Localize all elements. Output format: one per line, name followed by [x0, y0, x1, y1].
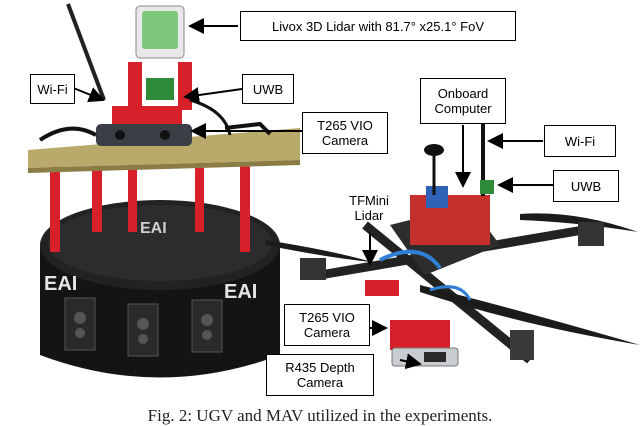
figure-caption: Fig. 2: UGV and MAV utilized in the expe… [147, 406, 493, 425]
ugv-logo-side-left: EAI [44, 273, 77, 295]
mav-drone [265, 118, 640, 367]
onboard-computer-label: Onboard Computer [420, 78, 506, 124]
t265-mav-label: T265 VIO Camera [284, 304, 370, 346]
ugv-robot [28, 3, 300, 378]
t265-ugv-label: T265 VIO Camera [302, 112, 388, 154]
ugv-logo-side-right: EAI [224, 281, 257, 303]
ugv-logo-top: EAI [140, 220, 167, 237]
wifi-ugv-label: Wi-Fi [30, 74, 75, 104]
r435-depth-camera-label: R435 Depth Camera [266, 354, 374, 396]
uwb-ugv-label: UWB [242, 74, 294, 104]
annotation-arrows [70, 18, 553, 370]
tfmini-lidar-label: TFMini Lidar [349, 193, 389, 223]
livox-lidar-label: Livox 3D Lidar with 81.7° x25.1° FoV [240, 11, 516, 41]
uwb-mav-label: UWB [553, 170, 619, 202]
wifi-mav-label: Wi-Fi [544, 125, 616, 157]
